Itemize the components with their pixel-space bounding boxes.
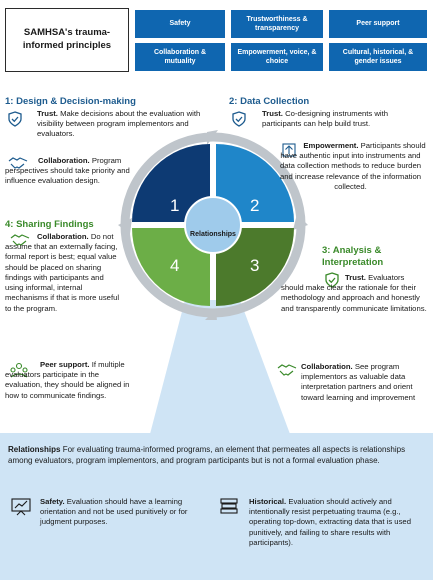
- principle-trustworthiness: Trustworthiness & transparency: [231, 10, 323, 38]
- shield-check-icon: [8, 111, 22, 127]
- sharing-collaboration-text: Collaboration. Do not assume that an ext…: [5, 232, 120, 313]
- quadrant-1-number: 1: [170, 196, 180, 215]
- sharing-peer-support-text: Peer support. If multiple evaluators par…: [5, 360, 130, 400]
- data-collection-empowerment-text: Empowerment. Participants should have au…: [279, 141, 426, 191]
- principle-peer-support: Peer support: [329, 10, 427, 38]
- heading-analysis: 3: Analysis & Interpretation: [322, 245, 384, 269]
- analysis-trust-text: Trust. Evaluators should make clear the …: [281, 273, 427, 313]
- quadrant-3-number: 3: [250, 256, 260, 275]
- shield-check-icon: [325, 272, 339, 288]
- handshake-icon: [10, 234, 30, 246]
- shield-check-icon: [232, 111, 246, 127]
- cycle-diagram: 1 2 3 4 Relationships: [118, 130, 308, 321]
- relationships-panel: [0, 433, 433, 580]
- peer-support-icon: [10, 362, 28, 378]
- center-circle: [184, 196, 242, 254]
- center-label: Relationships: [190, 231, 236, 238]
- heading-data-collection: 2: Data Collection: [229, 96, 310, 107]
- arrow-top: [207, 130, 218, 145]
- quadrant-4: [132, 228, 210, 306]
- cycle-svg: [118, 130, 308, 321]
- data-collection-trust-text: Trust. Co-designing instruments with par…: [262, 109, 389, 129]
- page-title: SAMHSA's trauma-informed principles: [5, 8, 129, 72]
- historical-text: Historical. Evaluation should actively a…: [249, 497, 411, 547]
- safety-text: Safety. Evaluation should have a learnin…: [40, 497, 188, 527]
- quadrant-3: [216, 228, 294, 306]
- quadrant-2: [216, 144, 294, 222]
- heading-sharing-findings: 4: Sharing Findings: [5, 219, 94, 230]
- arrow-right: [293, 214, 308, 230]
- quadrant-1: [132, 144, 210, 222]
- relationships-description: Relationships For evaluating trauma-info…: [8, 445, 406, 465]
- principle-cultural: Cultural, historical, & gender issues: [329, 43, 427, 71]
- books-stack-icon: [220, 498, 238, 514]
- arrow-bottom: [205, 309, 217, 321]
- quadrant-4-number: 4: [170, 256, 180, 275]
- handshake-icon: [277, 364, 297, 376]
- analysis-collaboration-text: Collaboration. See program implementors …: [301, 362, 416, 402]
- design-collaboration-text: Collaboration. Program perspectives shou…: [5, 156, 130, 186]
- quadrant-2-number: 2: [250, 196, 260, 215]
- empowerment-icon: [282, 143, 296, 157]
- learning-chart-icon: [11, 498, 31, 516]
- arrow-left: [118, 218, 132, 234]
- handshake-icon: [8, 157, 28, 169]
- principle-safety: Safety: [135, 10, 225, 38]
- principle-collaboration: Collaboration & mutuality: [135, 43, 225, 71]
- heading-design: 1: Design & Decision-making: [5, 96, 136, 107]
- principle-empowerment: Empowerment, voice, & choice: [231, 43, 323, 71]
- design-trust-text: Trust. Make decisions about the evaluati…: [37, 109, 201, 139]
